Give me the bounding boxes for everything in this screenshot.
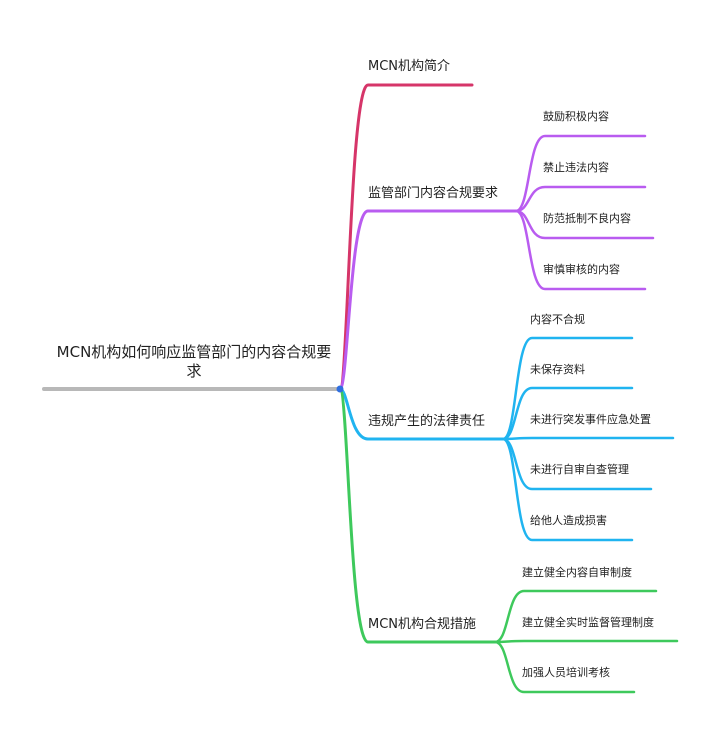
branch-compliance-measures[interactable]: MCN机构合规措施 [368,617,477,632]
branch-connector-b1 [338,83,474,391]
leaf-encourage-positive[interactable]: 鼓励积极内容 [543,110,609,123]
leaf-connector-b4-1 [493,639,679,644]
leaf-no-self-review[interactable]: 未进行自审自查管理 [530,463,629,476]
leaf-resist-harmful[interactable]: 防范抵制不良内容 [543,212,631,225]
leaf-realtime-supervision[interactable]: 建立健全实时监督管理制度 [522,616,654,629]
center-node-dot [336,385,344,393]
branch-legal-liability[interactable]: 违规产生的法律责任 [368,414,486,429]
leaf-damage-to-others[interactable]: 给他人造成损害 [530,514,607,527]
leaf-self-review-system[interactable]: 建立健全内容自审制度 [522,566,632,579]
leaf-connector-b3-2 [501,436,675,441]
leaf-connector-b4-2 [493,640,636,694]
leaf-connector-b3-4 [501,437,634,542]
leaf-no-emergency-handling[interactable]: 未进行突发事件应急处置 [530,413,651,426]
leaf-prohibit-illegal[interactable]: 禁止违法内容 [543,161,609,174]
branch-regulatory-requirements[interactable]: 监管部门内容合规要求 [368,186,499,201]
root-topic[interactable]: MCN机构如何响应监管部门的内容合规要求 [56,343,332,380]
leaf-staff-training[interactable]: 加强人员培训考核 [522,666,610,679]
leaf-connector-b2-3 [514,209,647,291]
connector-lines [42,83,679,694]
leaf-records-not-kept[interactable]: 未保存资料 [530,363,585,376]
branch-connector-b2 [338,209,518,391]
leaf-noncompliant-content[interactable]: 内容不合规 [530,313,585,326]
branch-mcn-intro[interactable]: MCN机构简介 [368,59,451,74]
leaf-connector-b3-1 [501,386,634,441]
leaf-connector-b2-0 [514,134,647,213]
leaf-prudent-review[interactable]: 审慎审核的内容 [543,263,620,276]
leaf-connector-b3-0 [501,336,634,441]
leaf-connector-b4-0 [493,589,658,644]
leaf-connector-b2-1 [514,185,647,213]
branch-connector-b4 [338,387,497,644]
